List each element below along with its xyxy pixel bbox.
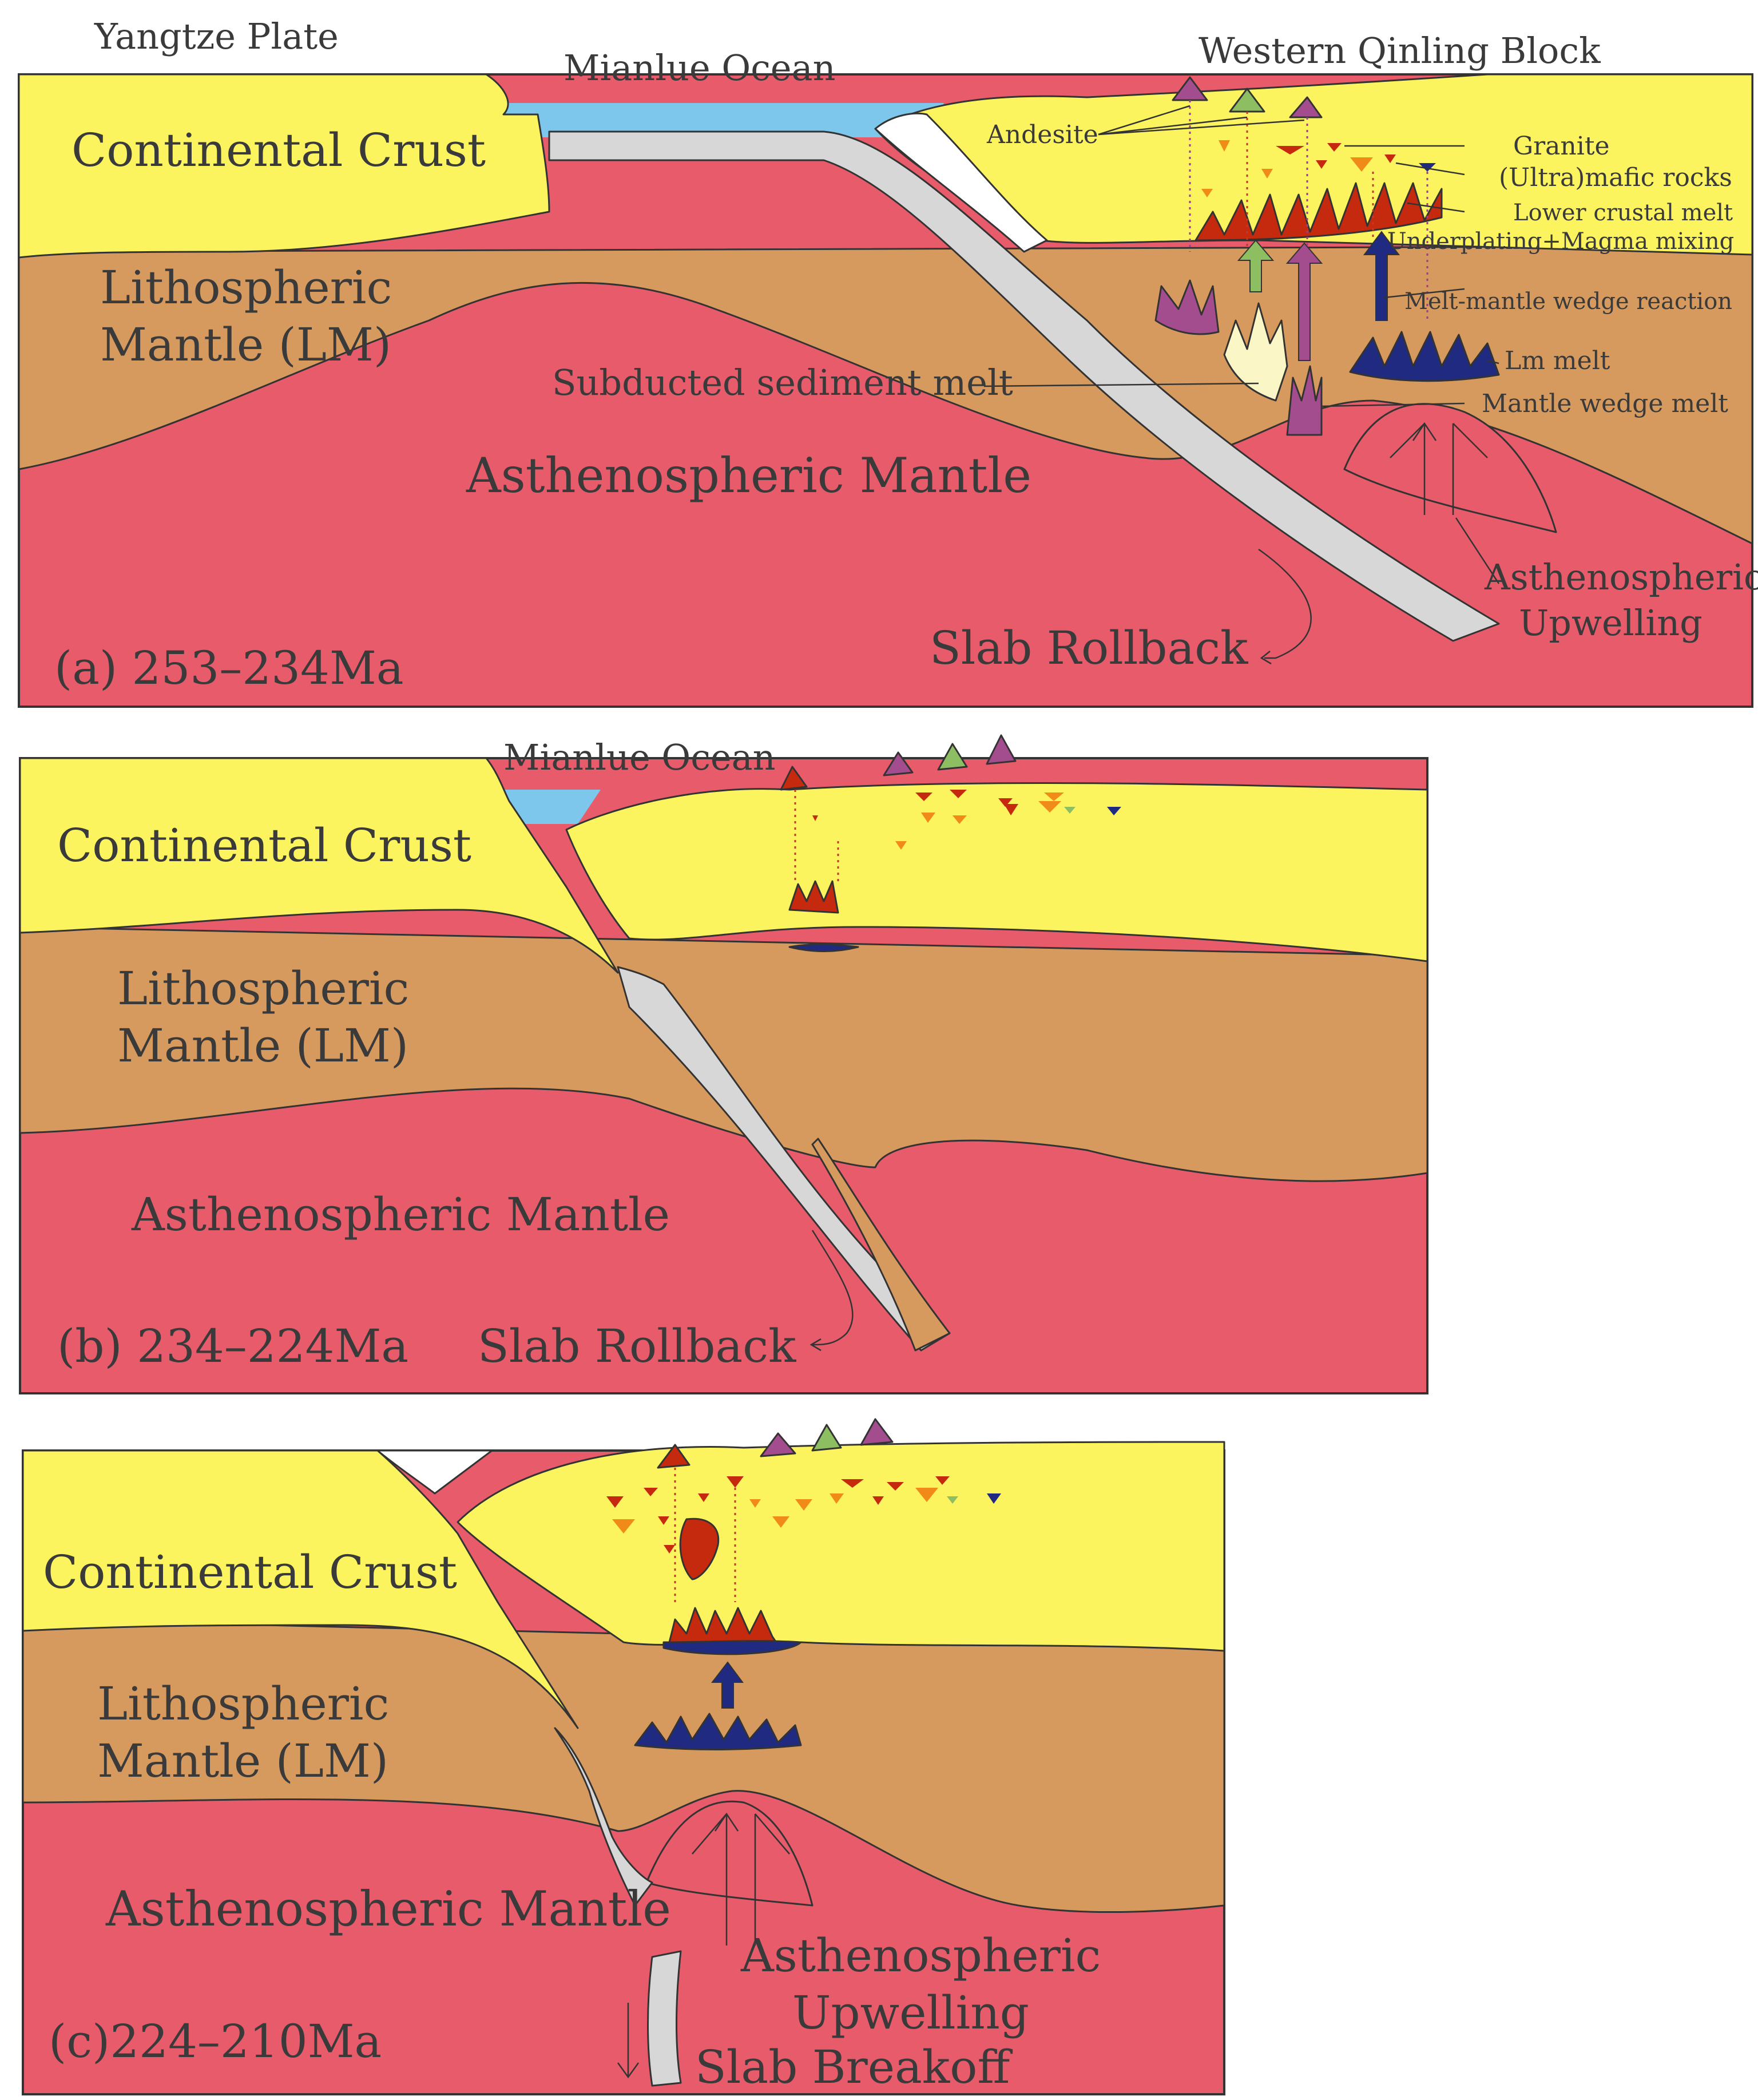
- panel-b-lm-label-1: Lithospheric: [117, 962, 409, 1015]
- panel-a-granite-label: Granite: [1513, 132, 1610, 161]
- panel-c-upwelling-2: Upwelling: [792, 1986, 1029, 2039]
- panel-b-cone-1: [780, 766, 808, 791]
- panel-c-cone-4: [860, 1418, 894, 1446]
- panel-a-caption: (a) 253–234Ma: [54, 641, 404, 695]
- panel-b-slab-tip: [811, 1138, 951, 1352]
- panel-c-lower-crust-melt: [668, 1607, 779, 1646]
- panel-a-lower-crust-melt: [1195, 182, 1443, 241]
- panel-b-mafic-underplate: [788, 943, 859, 952]
- panel-c-granite-pod: [679, 1517, 720, 1580]
- panel-b: Mianlue Ocean Continental Crust Lithosph…: [19, 734, 1428, 1394]
- panel-c-lm-label-2: Mantle (LM): [97, 1734, 388, 1788]
- panel-a-arrow-purple: [1285, 242, 1323, 361]
- panel-c-granite-bodies: [606, 1476, 1001, 1554]
- panel-a-lower-crustal-melt-label: Lower crustal melt: [1513, 200, 1733, 226]
- panel-a-upwelling-1: Asthenospheric: [1484, 556, 1758, 598]
- panel-c-left-crust: [22, 1449, 579, 1729]
- panel-a-block-label: Western Qinling Block: [1199, 30, 1601, 72]
- panel-a-crust-label: Continental Crust: [72, 124, 486, 177]
- panel-c-hatch-zone: [376, 1449, 493, 1495]
- panel-a-andesite-label: Andesite: [986, 120, 1098, 149]
- panel-b-lithospheric-mantle: [19, 926, 1428, 1182]
- panel-a-lm-label-2: Mantle (LM): [100, 318, 391, 371]
- panel-b-caption: (b) 234–224Ma: [57, 1320, 408, 1373]
- panel-b-rollback-label: Slab Rollback: [478, 1320, 797, 1373]
- panel-c-upwelling-dome: [645, 1800, 813, 1907]
- panel-c-breakoff-label: Slab Breakoff: [695, 2040, 1013, 2094]
- panel-a-wedge: [874, 112, 1048, 253]
- panel-c-upwelling-1: Asthenospheric: [740, 1929, 1101, 1982]
- panel-a-arrow-green: [1237, 239, 1275, 292]
- panel-c-lm-melt: [634, 1713, 802, 1750]
- panel-a-upwelling-2: Upwelling: [1519, 602, 1703, 644]
- panel-c-arrow-blue: [711, 1661, 744, 1709]
- panel-a-mantle-wedge-melt: [1154, 279, 1220, 335]
- panel-a-andesite-cone-3: [1289, 96, 1323, 118]
- panel-b-right-crust: [565, 782, 1428, 962]
- panel-b-cone-4: [986, 734, 1017, 765]
- panel-b-cone-3: [937, 743, 968, 771]
- panel-a-sediment-melt: [1223, 302, 1288, 402]
- panel-b-lower-crust-melt: [788, 880, 839, 914]
- panel-c-mafic-underplate: [662, 1640, 802, 1655]
- panel-c-slab-breakoff: [647, 1950, 682, 2087]
- panel-c-cone-2: [760, 1432, 796, 1457]
- panel-a-rollback-label: Slab Rollback: [930, 621, 1249, 675]
- panel-c-cone-3: [811, 1424, 842, 1452]
- panel-a-melt-mantle-label: Melt-mantle wedge reaction: [1404, 288, 1732, 315]
- panel-a-mantle-wedge-melt-label: Mantle wedge melt: [1482, 389, 1728, 418]
- panel-c-caption: (c)224–210Ma: [49, 2015, 382, 2068]
- panel-a-lm-melt: [1349, 331, 1500, 382]
- panel-c-asth-label: Asthenospheric Mantle: [105, 1881, 671, 1937]
- panel-c-crust-label: Continental Crust: [43, 1546, 457, 1599]
- panel-a-ocean-label: Mianlue Ocean: [563, 47, 836, 89]
- panel-a-slab: [548, 130, 1500, 642]
- panel-b-lm-label-2: Mantle (LM): [117, 1019, 408, 1072]
- panel-a-asth-label: Asthenospheric Mantle: [466, 447, 1031, 504]
- panel-a-lm-melt-label: Lm melt: [1505, 346, 1610, 375]
- panel-c: Continental Crust Lithospheric Mantle (L…: [22, 1418, 1225, 2095]
- panel-b-ocean: [498, 790, 601, 824]
- panel-a-ocean: [498, 103, 944, 137]
- panel-a-upwelling-dome: [1343, 403, 1557, 533]
- panel-c-slab: [554, 1727, 653, 1907]
- panel-a-arrow-blue: [1363, 231, 1400, 321]
- panel-a-yangtze-crust: [18, 73, 550, 259]
- panel-b-ocean-label: Mianlue Ocean: [503, 736, 776, 778]
- panel-b-granite-bodies: [812, 790, 1121, 850]
- panel-c-cone-1: [657, 1444, 690, 1469]
- panel-a-mafic-label: (Ultra)mafic rocks: [1499, 163, 1732, 192]
- panel-a-plate-label: Yangtze Plate: [94, 15, 339, 57]
- panel-a-granite-bodies: [1201, 140, 1436, 197]
- panel-a: Yangtze Plate Mianlue Ocean Western Qinl…: [18, 15, 1758, 708]
- panel-b-cone-2: [883, 751, 914, 776]
- panel-b-crust-label: Continental Crust: [57, 819, 471, 872]
- panel-a-sediment-melt-label: Subducted sediment melt: [552, 362, 1013, 403]
- panel-a-mantle-wedge-melt-2: [1286, 365, 1323, 436]
- panel-b-asth-label: Asthenospheric Mantle: [131, 1188, 670, 1241]
- panel-b-left-crust: [19, 757, 619, 974]
- panel-c-lm-label-1: Lithospheric: [97, 1677, 389, 1730]
- panel-c-lithospheric-mantle: [22, 1618, 1225, 1913]
- panel-a-underplating-label: Underplating+Magma mixing: [1387, 228, 1734, 255]
- panel-a-lm-label-1: Lithospheric: [100, 261, 392, 314]
